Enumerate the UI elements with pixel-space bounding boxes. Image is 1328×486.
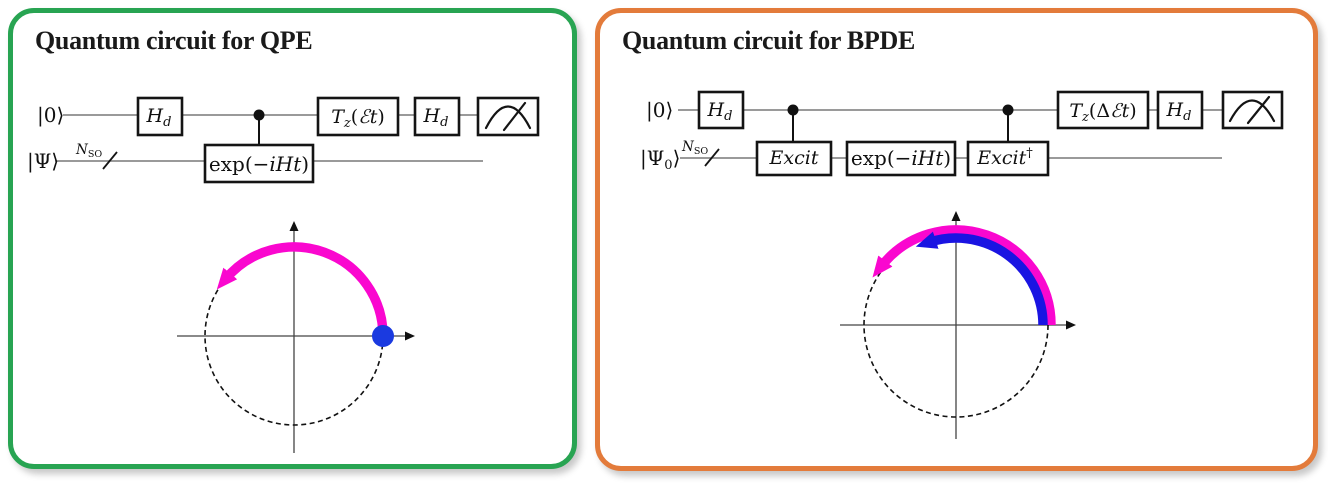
bpde-gate-evolution-label: exp(−iHt) bbox=[851, 146, 951, 170]
bpde-gate-excit-dagger-label: Excit† bbox=[976, 146, 1033, 169]
qpe-gate-tz bbox=[316, 96, 400, 137]
bpde-bus-width-label: NSO bbox=[681, 139, 708, 157]
bpde-gate-excit-label: Excit bbox=[769, 147, 819, 169]
bpde-gate-excit bbox=[755, 140, 833, 177]
bpde-gate-tz-label: Tz(Δℰt) bbox=[1069, 100, 1136, 125]
bpde-gate-hadamard-1-label: Hd bbox=[707, 99, 733, 124]
bpde-register-ket-label: |Ψ0⟩ bbox=[640, 146, 680, 173]
bpde-phase-plot bbox=[840, 211, 1076, 439]
bpde-gate-hadamard-2 bbox=[1156, 90, 1204, 130]
bpde-gate-evolution bbox=[845, 140, 957, 177]
qpe-state-dot bbox=[372, 325, 394, 347]
qpe-gate-evolution bbox=[203, 143, 315, 184]
qpe-gate-tz-label: Tz(ℰt) bbox=[331, 106, 385, 131]
bpde-diagram: |0⟩ |Ψ0⟩ NSO Hd Excit exp(−iHt) Excit† T… bbox=[640, 90, 1284, 439]
bpde-phase-arc-blue bbox=[915, 231, 1048, 326]
qpe-register-ket-label: |Ψ⟩ bbox=[27, 149, 59, 174]
bpde-measurement-box bbox=[1221, 90, 1284, 130]
qpe-gate-hadamard-1-label: Hd bbox=[146, 105, 172, 130]
bpde-panel-title: Quantum circuit for BPDE bbox=[622, 26, 916, 55]
qpe-panel-title: Quantum circuit for QPE bbox=[35, 26, 313, 55]
bpde-ancilla-ket-label: |0⟩ bbox=[646, 98, 673, 123]
qpe-bus-width-label: NSO bbox=[75, 142, 102, 160]
qpe-phase-arc-magenta bbox=[216, 242, 388, 337]
bpde-gate-hadamard-1 bbox=[697, 90, 745, 130]
qpe-measurement-box bbox=[476, 96, 540, 137]
qpe-gate-hadamard-1 bbox=[136, 96, 184, 137]
qpe-gate-hadamard-2-label: Hd bbox=[423, 105, 449, 130]
qpe-measurement-icon bbox=[484, 101, 532, 132]
bpde-gate-tz bbox=[1056, 90, 1150, 130]
qpe-phase-plot bbox=[177, 221, 415, 453]
bpde-panel: Quantum circuit for BPDE |0⟩ |Ψ0⟩ NSO Hd… bbox=[595, 8, 1318, 471]
bpde-control-dot-2 bbox=[1002, 104, 1014, 116]
qpe-ancilla-ket-label: |0⟩ bbox=[37, 103, 64, 128]
bpde-gate-excit-dagger bbox=[966, 140, 1050, 177]
qpe-bus-slash-icon bbox=[102, 151, 118, 170]
bpde-measurement-icon bbox=[1228, 95, 1276, 125]
qpe-panel: Quantum circuit for QPE |0⟩ |Ψ⟩ NSO Hd e… bbox=[8, 8, 577, 469]
qpe-gate-evolution-label: exp(−iHt) bbox=[209, 152, 309, 176]
bpde-control-dot-1 bbox=[787, 104, 799, 116]
qpe-control-dot bbox=[253, 109, 265, 121]
bpde-phase-arc-magenta bbox=[872, 225, 1056, 326]
bpde-unit-circle bbox=[863, 232, 1049, 418]
qpe-gate-hadamard-2 bbox=[413, 96, 461, 137]
bpde-bus-slash-icon bbox=[704, 148, 720, 167]
qpe-diagram: |0⟩ |Ψ⟩ NSO Hd exp(−iHt) Tz(ℰt) Hd bbox=[27, 96, 540, 453]
bpde-gate-hadamard-2-label: Hd bbox=[1166, 99, 1192, 124]
